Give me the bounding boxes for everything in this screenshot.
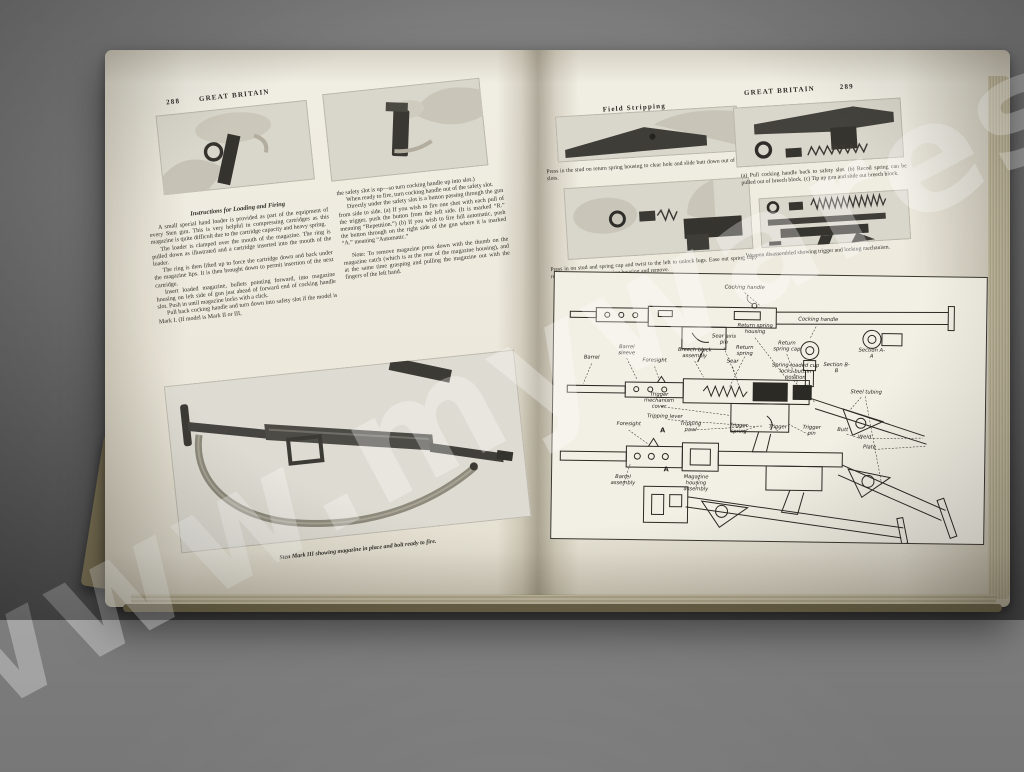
right-running-head-text: GREAT BRITAIN [743, 84, 816, 98]
section-marker-a: A [663, 465, 669, 474]
disassembled-parts-illustration [766, 192, 887, 246]
diagram-label: Barrel assembly [610, 474, 636, 487]
breech-block-removal-illustration [753, 106, 895, 159]
diagram-label: Spring-loaded cup locks butt in position [771, 362, 820, 381]
photo-stripping-1 [555, 105, 740, 163]
diagram-label: Butt [837, 427, 849, 434]
diagram-label: Pin [803, 384, 812, 391]
diagram-label: Trigger mechanism cover [644, 391, 675, 410]
page-fore-edge [988, 76, 1010, 599]
left-column-2: the safety slot is up—so turn cocking ha… [336, 174, 511, 282]
photo-sten-mark-3 [163, 349, 532, 554]
page-bottom-edge [131, 594, 996, 607]
book-cover-edge [123, 604, 1002, 612]
diagram-label: Plate [862, 444, 876, 451]
diagram-label: Cocking handle [798, 316, 839, 324]
diagram-label: Section A-A [858, 347, 886, 360]
diagram-label: Breech block assembly [677, 346, 712, 360]
diagram-label: Foresight [642, 357, 667, 364]
diagram-label: Barrel [583, 354, 600, 361]
photo-stripping-2 [563, 176, 754, 261]
diagram-label: Return spring housing [737, 322, 773, 335]
diagram-label: Foresight [616, 420, 641, 428]
left-column-1: Instructions for Loading and Firing A sm… [148, 196, 339, 326]
left-page: 288 GREAT BRITAIN Instructions for Loadi… [124, 50, 547, 594]
section-marker-a: A [660, 426, 666, 435]
hand-with-magazine-illustration [385, 87, 484, 157]
diagram-label: Cocking handle [724, 284, 765, 292]
diagram-label: Return spring [736, 344, 754, 357]
left-page-number: 288 [165, 97, 181, 107]
sten-diagram-box: Cocking handle Barrel Barrel sleeve Fore… [550, 270, 988, 546]
diagram-label: Steel tubing [850, 389, 882, 396]
sten-line-drawing [559, 292, 958, 545]
butt-removal-illustration [565, 110, 740, 159]
diagram-label: Sear [726, 358, 739, 365]
diagram-label: Weld [858, 434, 872, 441]
diagram-label: Trigger [768, 424, 787, 431]
diagram-label: Tripping pawl [680, 420, 702, 433]
right-page-number: 289 [839, 82, 855, 92]
left-running-head-text: GREAT BRITAIN [198, 87, 271, 104]
diagram-label: Tripping lever [647, 413, 683, 420]
right-running-head: GREAT BRITAIN 289 [744, 82, 854, 97]
diagram-label: Trigger pin [802, 424, 821, 437]
diagram-label: Section B-B [823, 361, 850, 374]
photo-loading-magazine-2 [322, 77, 489, 182]
left-running-head: 288 GREAT BRITAIN [166, 88, 270, 107]
diagram-label: Barrel sleeve [618, 344, 636, 357]
photo-disassembled [758, 189, 912, 249]
hands-with-loader-illustration [161, 112, 271, 196]
diagram-label: Magazine housing assembly [683, 474, 709, 493]
photo-stripping-3 [732, 97, 905, 168]
spring-cap-illustration [573, 179, 743, 251]
caption-stripping-3: (a) Pull cocking handle back to safety s… [740, 163, 907, 187]
diagram-label: Sear axis pin [712, 333, 736, 346]
diagram-label: Trigger spring [729, 422, 748, 435]
photo-loading-magazine-1 [155, 99, 315, 196]
diagram-label: Return spring cap [773, 340, 801, 353]
right-page-top: Field Stripping GREAT BRITAIN 289 Press … [539, 63, 986, 287]
sten-gun-illustration [180, 357, 514, 527]
